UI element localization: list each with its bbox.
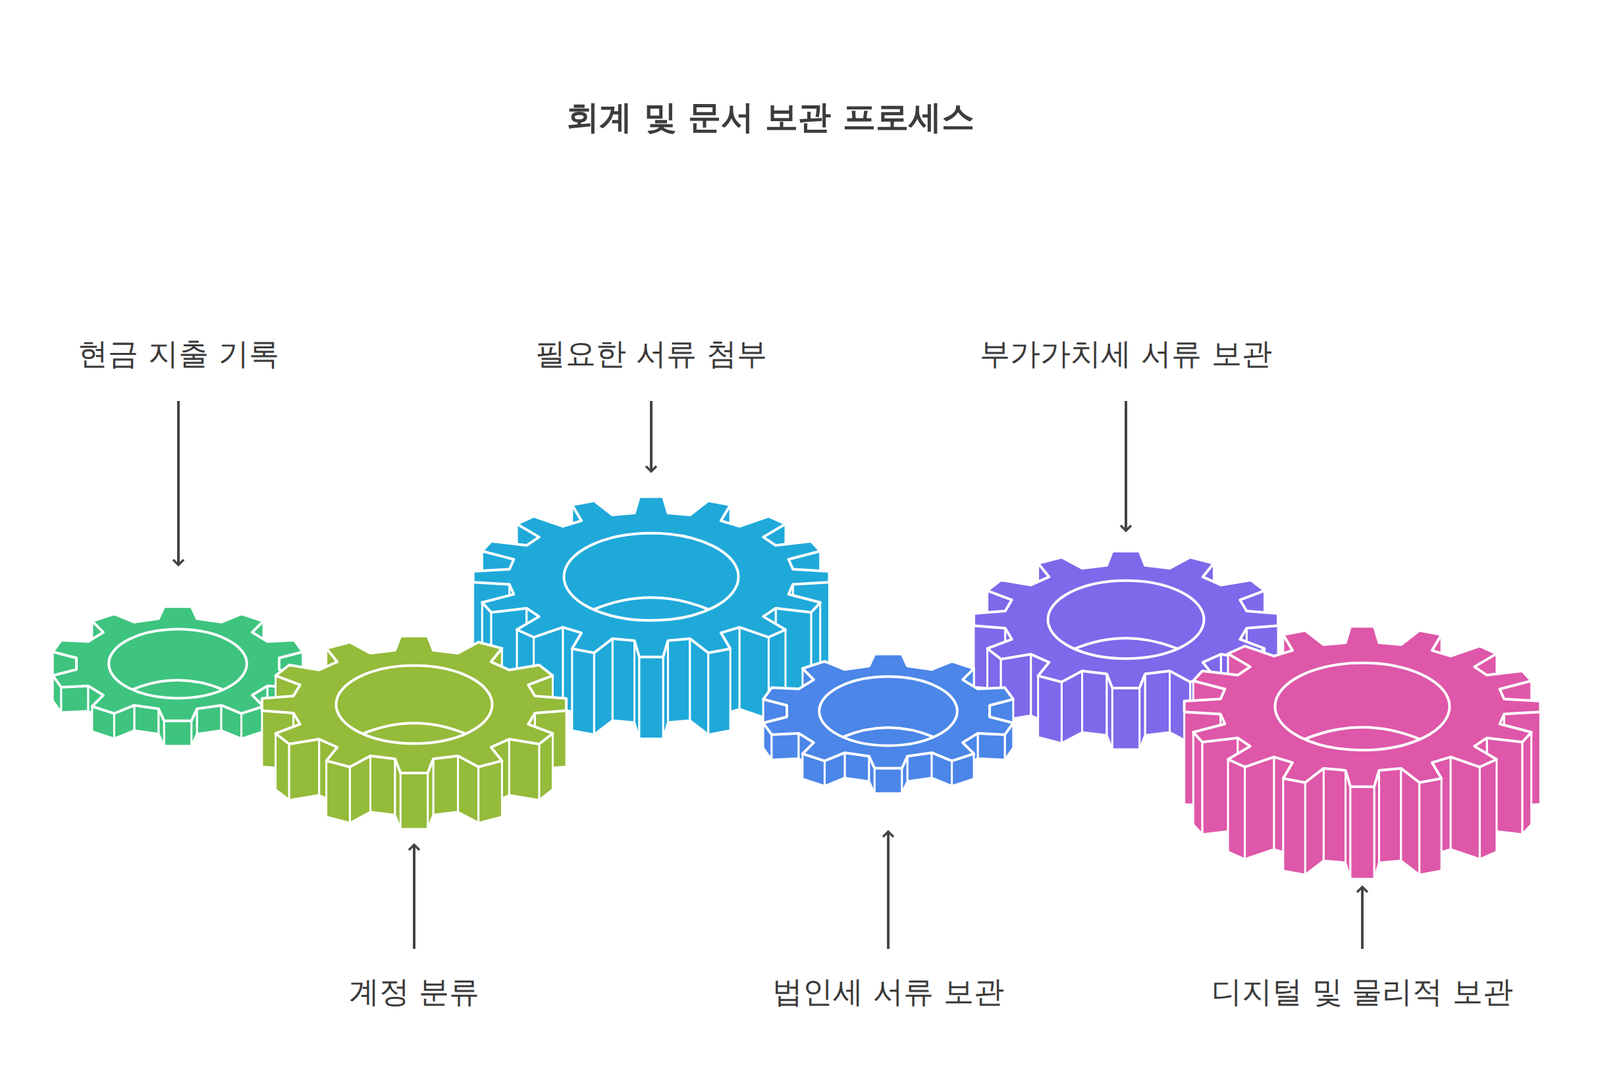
- gear-side: [667, 638, 690, 723]
- step-label: 부가가치세 서류 보관: [979, 333, 1272, 375]
- diagram-title: 회계 및 문서 보관 프로세스: [566, 95, 975, 140]
- gear-side: [1305, 768, 1324, 876]
- gear-side: [1112, 688, 1140, 750]
- gear-face: [763, 653, 1014, 769]
- gear-side: [639, 657, 664, 739]
- gear-side: [708, 648, 731, 735]
- gear-side: [977, 733, 1005, 760]
- gear-face: [262, 636, 567, 774]
- gear-hole-rim: [1074, 638, 1178, 649]
- gear-hole: [1047, 580, 1204, 660]
- gear-side: [1145, 670, 1170, 736]
- leader-arrow: [177, 400, 180, 565]
- gear-hole-rim: [842, 727, 934, 737]
- gear-side: [326, 760, 351, 823]
- gear-hole: [1274, 663, 1450, 751]
- step-label: 필요한 서류 첨부: [535, 333, 767, 375]
- gear-hole-rim: [132, 680, 224, 690]
- leader-arrow: [412, 844, 416, 949]
- gear-side: [1245, 757, 1275, 860]
- gear-side: [1479, 759, 1497, 860]
- gear-side: [400, 773, 428, 829]
- gear-side: [690, 638, 709, 735]
- leader-arrow: [649, 400, 653, 472]
- gear-hole: [335, 665, 492, 745]
- gear-hole: [819, 676, 958, 747]
- gear-side: [874, 768, 902, 794]
- gear-side: [1522, 732, 1532, 835]
- gear-group: [52, 496, 1541, 879]
- gear-face: [473, 496, 830, 657]
- leader-arrow: [1124, 400, 1128, 531]
- gear-side: [1323, 768, 1346, 863]
- gear: [262, 636, 567, 829]
- step-label: 현금 지출 기록: [77, 333, 279, 375]
- gear-hole: [108, 629, 247, 699]
- gear-side: [370, 755, 395, 816]
- gear: [1184, 626, 1541, 879]
- gear-side: [1283, 778, 1306, 875]
- gear-side: [508, 739, 540, 800]
- gear-side: [572, 648, 594, 735]
- gear-side: [163, 720, 191, 747]
- leader-arrow: [1360, 886, 1364, 949]
- gear-hole-rim: [593, 597, 710, 610]
- gear-hole-rim: [362, 722, 466, 734]
- gear-side: [1401, 768, 1420, 876]
- gear-side: [612, 638, 635, 723]
- gear-side: [61, 686, 89, 713]
- leader-arrow: [886, 831, 890, 949]
- gear-side: [1227, 759, 1246, 860]
- gear-hole: [563, 533, 739, 621]
- gear-side: [1193, 732, 1203, 835]
- gear-side: [1378, 768, 1401, 863]
- step-label: 법인세 서류 보관: [772, 971, 1004, 1013]
- gear-side: [1419, 778, 1442, 875]
- step-label: 디지털 및 물리적 보관: [1211, 971, 1514, 1013]
- gear-side: [478, 760, 503, 823]
- step-label: 계정 분류: [348, 971, 480, 1013]
- gear-hole-rim: [1305, 726, 1421, 739]
- gear-side: [593, 638, 613, 735]
- gear-side: [1450, 757, 1480, 860]
- gear-side: [1038, 675, 1063, 743]
- gear-side: [433, 755, 458, 816]
- gear: [763, 653, 1014, 794]
- gear-side: [1350, 786, 1375, 880]
- gear-face: [1184, 626, 1541, 787]
- gear-side: [289, 739, 320, 800]
- gear-side: [1081, 670, 1107, 736]
- gear-side: [771, 733, 799, 760]
